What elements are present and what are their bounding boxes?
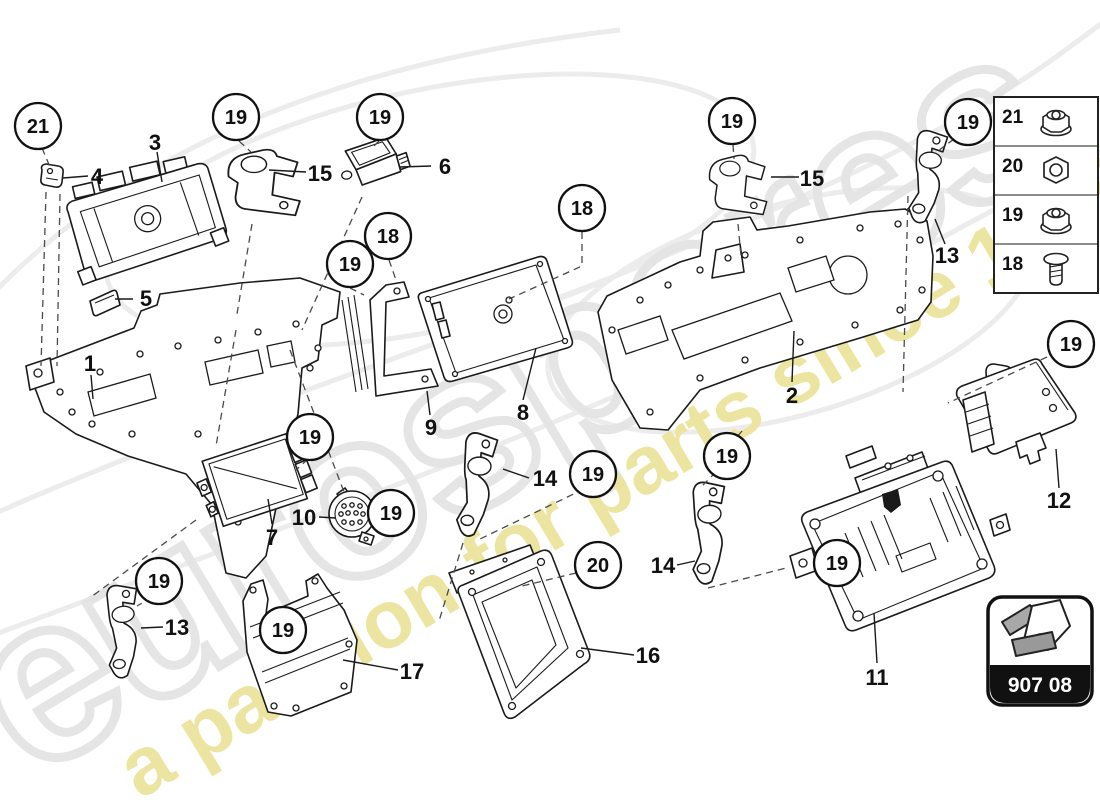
callout-number: 18 [571,198,593,220]
callout-19[interactable]: 19 [366,488,416,538]
callout-number: 19 [299,427,321,449]
part-15-bracket-left [227,148,301,217]
part-label-3[interactable]: 3 [149,130,161,155]
callout-number: 20 [587,555,609,577]
callout-number: 19 [1060,334,1082,356]
part-3-control-unit [66,155,230,286]
hex-nut-icon [1043,156,1069,184]
part-label-9[interactable]: 9 [425,415,437,440]
part-label-13[interactable]: 13 [935,243,959,268]
part-12-control-unit [955,358,1077,465]
callout-19[interactable]: 19 [702,431,752,481]
part-label-16[interactable]: 16 [636,643,660,668]
callout-number: 21 [27,116,49,138]
part-label-14[interactable]: 14 [651,553,676,578]
part-10-buzzer [328,487,376,546]
callout-19[interactable]: 19 [211,92,261,142]
callout-19[interactable]: 19 [355,92,405,142]
part-group-code: 907 08 [1008,674,1073,697]
callout-19[interactable]: 19 [285,412,335,462]
callout-18[interactable]: 18 [363,211,413,261]
part-16-control-unit [448,544,591,720]
legend-row-18[interactable]: 18 [1002,252,1069,286]
part-14-bracket-right [686,479,732,586]
part-label-7[interactable]: 7 [266,525,278,550]
legend-row-19[interactable]: 19 [1002,205,1072,235]
part-11-engine-ecu [789,445,1011,632]
callout-number: 19 [826,553,848,575]
legend-number: 19 [1002,205,1023,226]
assembly-dashed-lines [40,138,1048,622]
callout-19[interactable]: 19 [258,605,308,655]
callout-number: 19 [369,107,391,129]
callout-19[interactable]: 19 [1046,319,1096,369]
part-label-15[interactable]: 15 [800,166,824,191]
callout-19[interactable]: 19 [943,97,993,147]
callout-number: 19 [339,254,361,276]
part-5-pad [89,289,121,317]
callout-number: 19 [380,503,402,525]
callout-19[interactable]: 19 [707,96,757,146]
callout-20[interactable]: 20 [573,540,623,590]
callout-18[interactable]: 18 [557,183,607,233]
legend-row-20[interactable]: 20 [1002,156,1069,184]
part-label-15[interactable]: 15 [308,161,332,186]
part-label-14[interactable]: 14 [533,466,558,491]
callout-number: 18 [377,226,399,248]
callout-number: 19 [721,111,743,133]
part-label-1[interactable]: 1 [84,351,96,376]
part-label-10[interactable]: 10 [292,505,316,530]
part-label-6[interactable]: 6 [439,154,451,179]
part-label-5[interactable]: 5 [140,286,152,311]
callout-19[interactable]: 19 [568,449,618,499]
callout-number: 19 [716,446,738,468]
part-label-17[interactable]: 17 [400,659,424,684]
callout-21[interactable]: 21 [13,101,63,151]
callout-19[interactable]: 19 [812,538,862,588]
leader-lines [62,151,1060,671]
part-label-8[interactable]: 8 [517,400,529,425]
part-label-11[interactable]: 11 [865,665,888,690]
legend-row-21[interactable]: 21 [1002,107,1072,137]
legend-number: 20 [1002,156,1023,177]
part-label-13[interactable]: 13 [165,615,189,640]
lamborghini-shield-icon [882,489,901,513]
callout-19[interactable]: 19 [134,556,184,606]
part-6-sensor [341,136,411,186]
part-label-2[interactable]: 2 [786,383,798,408]
callout-number: 19 [272,620,294,642]
fastener-legend: 21 20 19 18 [993,96,1099,294]
legend-number: 21 [1002,107,1024,128]
part-4-clip [40,163,64,188]
callout-number: 19 [582,464,604,486]
callout-number: 19 [957,112,979,134]
part-label-4[interactable]: 4 [91,164,104,189]
arrow-icon [1001,599,1071,657]
part-label-12[interactable]: 12 [1047,488,1071,513]
legend-number: 18 [1002,254,1023,275]
part-group-badge: 907 08 [986,595,1094,707]
part-9-bracket [341,281,439,397]
callout-number: 19 [148,571,170,593]
part-2-retainer-plate [597,208,934,431]
callout-number: 19 [225,107,247,129]
callout-19[interactable]: 19 [325,239,375,289]
